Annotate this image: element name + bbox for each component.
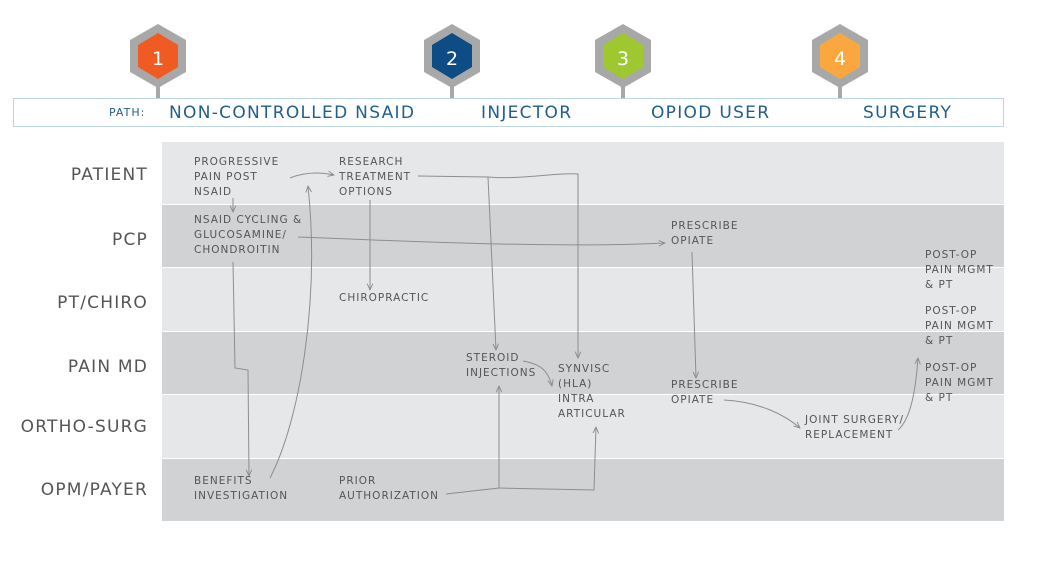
node-postop-3: POST-OP PAIN MGMT & PT [925,362,994,404]
lane-label-pcp: PCP [112,230,148,250]
node-synvisc: SYNVISC (HLA) INTRA ARTICULAR [558,363,626,420]
node-prescribe-opiate-painmd: PRESCRIBE OPIATE [671,379,739,406]
lane-label-painmd: PAIN MD [67,357,148,377]
lane-label-orthosurg: ORTHO-SURG [20,417,148,437]
node-benefits-investigation: BENEFITS INVESTIGATION [194,475,289,502]
marker-fill [432,33,472,79]
arrow-cycling-to-prescribe [297,236,665,245]
node-chiropractic: CHIROPRACTIC [339,292,430,304]
marker-number: 4 [833,48,847,70]
marker-number: 1 [151,48,165,70]
arrow-cycling-to-benefits [232,261,249,476]
arrow-progressive-to-research [289,173,334,179]
lane-label-patient: PATIENT [70,165,148,185]
arrow-surgery-to-postop [897,358,918,431]
node-progressive-pain: PROGRESSIVE PAIN POST NSAID [194,156,280,198]
arrow-research-to-synvisc [487,173,578,358]
path-name-nsaid: NON-CONTROLLED NSAID [169,103,416,123]
arrow-prescribe-to-prescribe [691,251,696,378]
node-prior-authorization: PRIOR AUTHORIZATION [339,475,440,502]
marker-fill [820,33,860,79]
node-joint-surgery: JOINT SURGERY/ REPLACEMENT [805,414,905,441]
lane-ptchiro-band [162,268,1004,331]
path-name-opioid: OPIOD USER [651,103,771,123]
node-prescribe-opiate-pcp: PRESCRIBE OPIATE [671,220,739,247]
path-label: PATH: [109,106,146,119]
path-name-injector: INJECTOR [481,103,573,123]
path-bar: PATH: NON-CONTROLLED NSAID INJECTOR OPIO… [13,98,1004,127]
lane-pcp-band [162,205,1004,267]
node-postop-2: POST-OP PAIN MGMT & PT [925,305,994,347]
lane-painmd-band [162,332,1004,394]
arrow-prescribe-to-surgery [723,399,800,428]
path-name-surgery: SURGERY [863,103,953,123]
arrow-priorauth-to-synvisc [498,427,596,491]
node-research-options: RESEARCH TREATMENT OPTIONS [339,156,412,198]
marker-fill [603,33,643,79]
lane-label-ptchiro: PT/CHIRO [57,293,148,313]
path-marker-3: 3 [593,24,653,116]
arrow-research-to-steroid [417,175,496,350]
hexagon-pin-icon [130,24,186,112]
lane-patient-band [162,142,1004,204]
arrow-benefits-to-progressive [269,186,313,479]
marker-number: 3 [616,48,630,70]
marker-fill [138,33,178,79]
node-nsaid-cycling: NSAID CYCLING & GLUCOSAMINE/ CHONDROITIN [194,214,303,256]
arrow-priorauth-to-steroid [445,386,499,495]
lane-label-opmpayer: OPM/PAYER [40,480,148,500]
path-marker-1: 1 [128,24,188,116]
node-steroid-injections: STEROID INJECTIONS [466,352,537,379]
arrow-steroid-to-synvisc [522,360,552,386]
node-postop-1: POST-OP PAIN MGMT & PT [925,249,994,291]
marker-number: 2 [445,48,459,70]
lane-orthosurg-band [162,395,1004,458]
